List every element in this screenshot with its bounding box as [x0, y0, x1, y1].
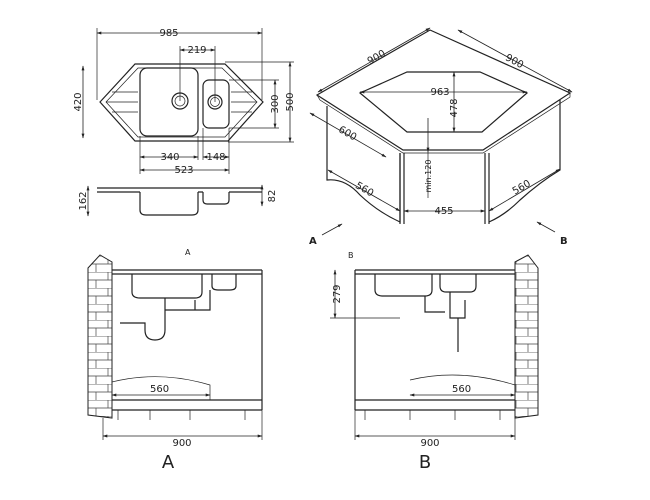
view-a-small-label: A	[185, 248, 191, 257]
corner-cabinet-iso-view: 900 900 963 478 600 min.120 560 455 560 …	[309, 27, 573, 247]
view-b-marker: B	[560, 236, 568, 247]
dim-right-cabinet: 560	[511, 178, 533, 197]
view-b-dim-height: 279	[332, 284, 343, 303]
elevation-view-b: B 279 560 900 B	[330, 251, 539, 473]
view-b-small-label: B	[348, 251, 354, 260]
sink-plan-view: 985 219 420 300 500 340 148 523	[73, 28, 296, 176]
view-b-dim-inner-width: 560	[452, 384, 471, 395]
dim-front-opening: 455	[434, 206, 453, 217]
dim-drain-spacing: 219	[187, 45, 206, 56]
dim-side-height: 162	[78, 191, 89, 210]
view-b-arrow-icon	[536, 221, 556, 233]
view-b-title: B	[419, 452, 431, 473]
right-cabinet-panel	[488, 100, 561, 223]
dim-iso-left-side: 900	[366, 48, 388, 67]
small-bowl	[202, 79, 230, 129]
view-a-title: A	[162, 452, 175, 473]
view-a-dim-inner-width: 560	[150, 384, 169, 395]
sink-side-view: 162 82	[78, 184, 278, 217]
sink-outline	[99, 63, 264, 142]
dim-overall-depth: 500	[285, 92, 296, 111]
dim-overall-width: 985	[159, 28, 178, 39]
dim-min-clearance: min.120	[424, 160, 433, 193]
dim-left-cabinet: 560	[353, 180, 375, 199]
view-a-arrow-icon	[321, 223, 343, 236]
dim-bowl-depth: 420	[73, 92, 84, 111]
view-a-dim-total-width: 900	[172, 438, 191, 449]
drain-trap	[424, 292, 466, 352]
dim-bowls-total-width: 523	[174, 165, 193, 176]
drain-trap	[120, 290, 211, 341]
dim-cutout-depth: 478	[449, 98, 460, 117]
dim-small-bowl-width: 148	[206, 152, 225, 163]
elevation-view-a: A 560 900 A	[87, 248, 263, 473]
dim-small-bowl-height: 300	[270, 94, 281, 113]
sink-cutout	[358, 71, 529, 133]
view-a-marker: A	[309, 236, 317, 247]
dim-small-bowl-depth: 82	[267, 190, 278, 203]
dim-cutout-width: 963	[430, 87, 449, 98]
view-b-dim-total-width: 900	[420, 438, 439, 449]
large-bowl	[139, 67, 199, 137]
dim-worktop-depth: 600	[336, 124, 358, 143]
dim-large-bowl-width: 340	[160, 152, 179, 163]
